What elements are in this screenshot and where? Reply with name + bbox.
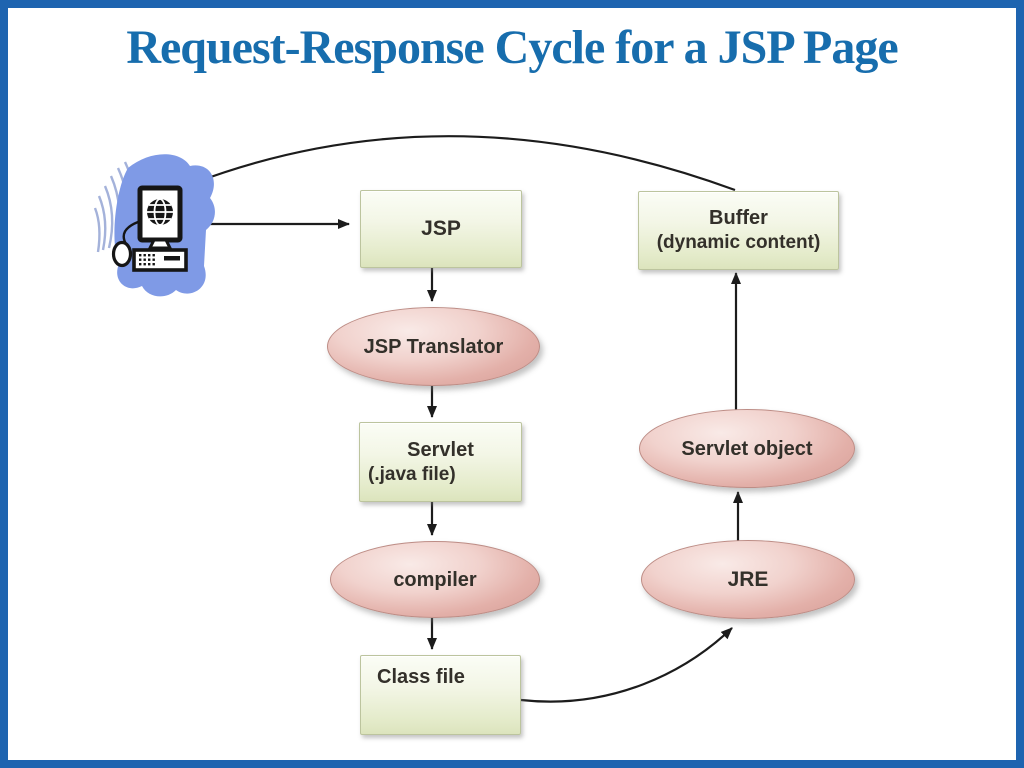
node-buffer-label: Buffer [709, 207, 768, 230]
keyboard-icon [132, 248, 188, 272]
node-buffer-sublabel: (dynamic content) [656, 232, 821, 254]
node-class-file-label: Class file [377, 666, 465, 688]
node-jsp: JSP [360, 190, 522, 268]
node-servlet: Servlet (.java file) [359, 422, 522, 502]
node-jre: JRE [641, 540, 855, 619]
monitor-stand [147, 238, 173, 250]
page-title: Request-Response Cycle for a JSP Page [126, 21, 898, 74]
node-jsp-label: JSP [421, 217, 461, 241]
mouse-icon [111, 240, 133, 268]
node-servlet-object: Servlet object [639, 409, 855, 488]
node-class-file: Class file [360, 655, 521, 735]
client-computer-icon [93, 154, 215, 297]
node-jsp-translator: JSP Translator [327, 307, 540, 386]
node-servlet-label: Servlet [407, 438, 474, 461]
node-compiler-label: compiler [393, 568, 477, 591]
node-jre-label: JRE [727, 567, 769, 591]
node-servlet-object-label: Servlet object [681, 437, 813, 460]
node-compiler: compiler [330, 541, 540, 618]
node-jsp-translator-label: JSP Translator [363, 335, 504, 358]
node-servlet-sublabel: (.java file) [368, 463, 456, 485]
arrow-classfile-to-jre-curve [520, 627, 733, 703]
node-buffer: Buffer (dynamic content) [638, 191, 839, 270]
arrow-buffer-to-client-curve [193, 135, 736, 192]
